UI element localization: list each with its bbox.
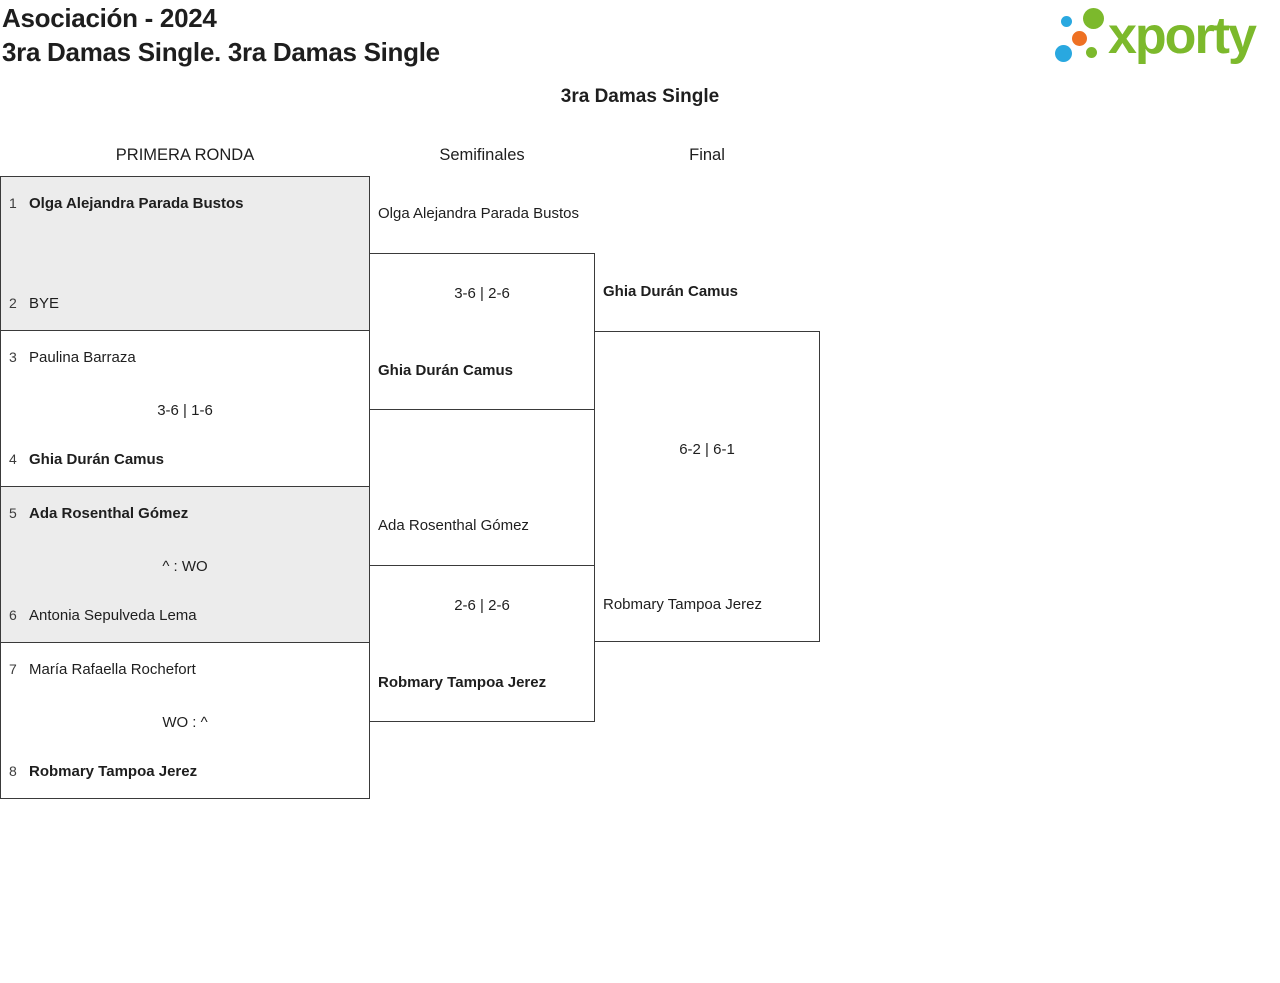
bracket-title: 3ra Damas Single bbox=[560, 86, 720, 107]
match-score: WO : ^ bbox=[162, 714, 208, 731]
match-participant-row: 1 Olga Alejandra Parada Bustos bbox=[9, 194, 361, 213]
page-subtitle-title: 3ra Damas Single. 3ra Damas Single bbox=[2, 37, 440, 67]
match-participant-row: 7 María Rafaella Rochefort bbox=[9, 660, 361, 679]
seed-number: 8 bbox=[9, 763, 17, 779]
logo-dot-icon bbox=[1061, 16, 1072, 27]
match-first-round-4[interactable]: 7 María Rafaella Rochefort WO : ^ 8 Robm… bbox=[0, 642, 370, 799]
xporty-logo[interactable]: xporty bbox=[1048, 4, 1278, 76]
match-score: 3-6 | 2-6 bbox=[454, 285, 510, 302]
match-semifinal-2[interactable]: Ada Rosenthal Gómez 2-6 | 2-6 Robmary Ta… bbox=[369, 517, 595, 722]
match-participant-row: 8 Robmary Tampoa Jerez bbox=[9, 762, 361, 781]
match-first-round-2[interactable]: 3 Paulina Barraza 3-6 | 1-6 4 Ghia Durán… bbox=[0, 330, 370, 487]
match-final[interactable]: Ghia Durán Camus 6-2 | 6-1 Robmary Tampo… bbox=[594, 283, 820, 642]
logo-dot-icon bbox=[1083, 8, 1104, 29]
match-participant-row: 6 Antonia Sepulveda Lema bbox=[9, 606, 361, 625]
player-name: María Rafaella Rochefort bbox=[29, 661, 196, 678]
player-name: Paulina Barraza bbox=[29, 349, 136, 366]
match-score: ^ : WO bbox=[162, 558, 208, 575]
match-score: 6-2 | 6-1 bbox=[679, 441, 735, 458]
logo-dot-icon bbox=[1072, 31, 1087, 46]
match-score: 3-6 | 1-6 bbox=[157, 402, 213, 419]
column-header-semifinales: Semifinales bbox=[439, 146, 525, 164]
player-name: BYE bbox=[29, 295, 60, 312]
page-title: Asociación - 2024 bbox=[2, 3, 217, 33]
player-name: Robmary Tampoa Jerez bbox=[29, 763, 198, 780]
player-name: Robmary Tampoa Jerez bbox=[603, 596, 762, 613]
match-first-round-1[interactable]: 1 Olga Alejandra Parada Bustos 2 BYE bbox=[0, 176, 370, 331]
player-name: Robmary Tampoa Jerez bbox=[378, 674, 547, 691]
match-participant-row: 5 Ada Rosenthal Gómez bbox=[9, 504, 361, 523]
match-score: 2-6 | 2-6 bbox=[454, 597, 510, 614]
player-name: Ada Rosenthal Gómez bbox=[378, 517, 529, 534]
seed-number: 4 bbox=[9, 451, 17, 467]
player-name: Olga Alejandra Parada Bustos bbox=[378, 205, 579, 222]
xporty-logo-text: xporty bbox=[1108, 7, 1257, 65]
seed-number: 2 bbox=[9, 295, 17, 311]
player-name: Ada Rosenthal Gómez bbox=[29, 505, 189, 522]
match-participant-row: 3 Paulina Barraza bbox=[9, 348, 361, 367]
player-name: Antonia Sepulveda Lema bbox=[29, 607, 197, 624]
player-name: Ghia Durán Camus bbox=[603, 283, 739, 300]
seed-number: 3 bbox=[9, 349, 17, 365]
seed-number: 1 bbox=[9, 195, 17, 211]
column-header-final: Final bbox=[689, 146, 725, 164]
column-header-primera-ronda: PRIMERA RONDA bbox=[115, 146, 255, 164]
seed-number: 6 bbox=[9, 607, 17, 623]
logo-dot-icon bbox=[1086, 47, 1097, 58]
player-name: Ghia Durán Camus bbox=[29, 451, 165, 468]
match-first-round-3[interactable]: 5 Ada Rosenthal Gómez ^ : WO 6 Antonia S… bbox=[0, 486, 370, 643]
seed-number: 7 bbox=[9, 661, 17, 677]
match-participant-row: 2 BYE bbox=[9, 294, 361, 313]
player-name: Ghia Durán Camus bbox=[378, 362, 514, 379]
match-participant-row: 4 Ghia Durán Camus bbox=[9, 450, 361, 469]
player-name: Olga Alejandra Parada Bustos bbox=[29, 195, 244, 212]
match-semifinal-1[interactable]: Olga Alejandra Parada Bustos 3-6 | 2-6 G… bbox=[369, 205, 595, 410]
logo-dot-icon bbox=[1055, 45, 1072, 62]
seed-number: 5 bbox=[9, 505, 17, 521]
